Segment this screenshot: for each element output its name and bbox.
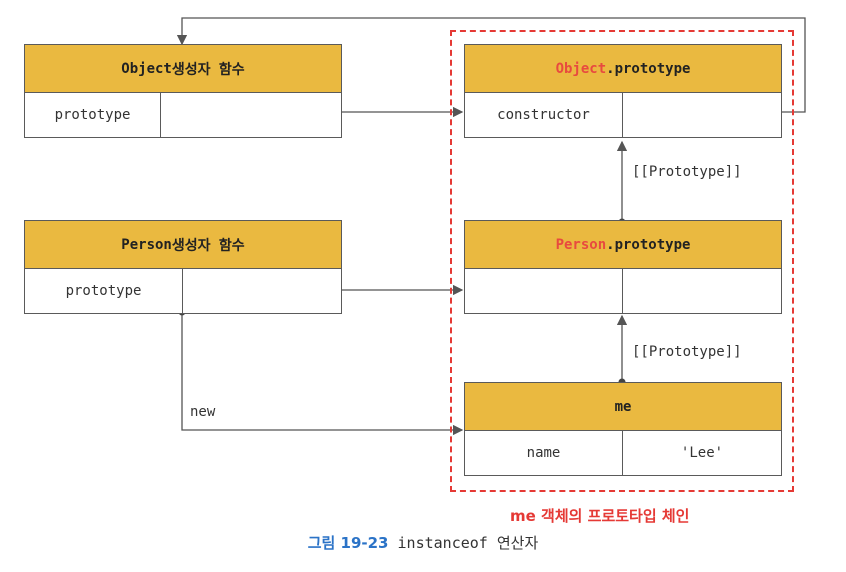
object-constructor-prototype-value xyxy=(161,92,341,137)
person-constructor-header: Person 생성자 함수 xyxy=(25,221,341,269)
me-name-label: name xyxy=(465,430,623,475)
object-prototype-box: Object.prototype constructor xyxy=(464,44,782,138)
object-prototype-constructor-value xyxy=(623,92,781,137)
lower-prototype-link-label: [[Prototype]] xyxy=(632,344,742,360)
person-constructor-prototype-label: prototype xyxy=(25,268,183,313)
figure-number: 그림 19-23 xyxy=(307,534,389,552)
object-prototype-header-rest: .prototype xyxy=(606,60,691,77)
new-link-label: new xyxy=(190,404,216,420)
person-prototype-empty-right xyxy=(623,268,781,313)
me-name-value: 'Lee' xyxy=(680,444,724,461)
person-prototype-header: Person.prototype xyxy=(465,221,781,269)
new-link xyxy=(181,312,464,436)
person-constructor-suffix: 생성자 함수 xyxy=(171,237,245,254)
figure-title: instanceof 연산자 xyxy=(388,534,539,552)
person-prototype-box: Person.prototype xyxy=(464,220,782,314)
figure-caption: 그림 19-23 instanceof 연산자 xyxy=(0,532,846,553)
object-constructor-prototype-label: prototype xyxy=(25,92,161,137)
person-constructor-prototype-value xyxy=(183,268,341,313)
person-constructor-name: Person xyxy=(121,236,172,253)
person-prototype-header-rest: .prototype xyxy=(606,236,691,253)
object-constructor-box: Object 생성자 함수 prototype xyxy=(24,44,342,138)
object-constructor-suffix: 생성자 함수 xyxy=(171,61,245,78)
object-prototype-header-highlight: Object xyxy=(555,60,607,77)
me-object-box: me name 'Lee' xyxy=(464,382,782,476)
object-prototype-header: Object.prototype xyxy=(465,45,781,93)
object-constructor-name: Object xyxy=(121,60,172,77)
person-prototype-empty-left xyxy=(465,268,623,313)
prototype-chain-region xyxy=(450,30,794,492)
object-constructor-header: Object 생성자 함수 xyxy=(25,45,341,93)
me-object-header: me xyxy=(465,383,781,431)
object-prototype-constructor-label: constructor xyxy=(465,92,623,137)
person-prototype-header-highlight: Person xyxy=(555,236,607,253)
prototype-chain-caption: me 객체의 프로토타입 체인 xyxy=(510,507,690,525)
person-constructor-box: Person 생성자 함수 prototype xyxy=(24,220,342,314)
upper-prototype-link-label: [[Prototype]] xyxy=(632,164,742,180)
